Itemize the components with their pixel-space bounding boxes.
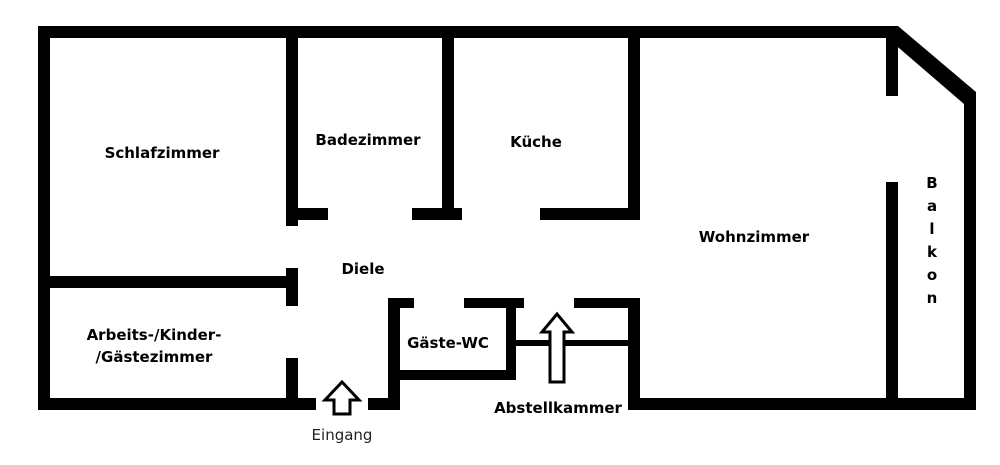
room-label-kueche: Küche — [510, 133, 562, 151]
wall-abstell-right — [628, 298, 640, 410]
wall-between-schlaf-arbeit — [38, 276, 298, 288]
room-label-arbeitszimmer-line1: Arbeits-/Kinder- — [87, 326, 222, 344]
entrance-label: Eingang — [312, 426, 373, 444]
balcony-letter: B — [926, 174, 937, 192]
wall-abstell-top — [574, 298, 640, 308]
wall-kueche-bottom — [540, 208, 640, 220]
outer-wall-bottom-right — [628, 398, 976, 410]
room-label-schlafzimmer: Schlafzimmer — [105, 144, 220, 162]
balcony-wall-lower — [886, 182, 898, 398]
room-label-arbeitszimmer-line2: /Gästezimmer — [96, 348, 213, 366]
room-label-wohnzimmer: Wohnzimmer — [699, 228, 810, 246]
room-label-badezimmer: Badezimmer — [315, 131, 421, 149]
wall-wc-left — [388, 298, 400, 410]
outer-wall-left — [38, 26, 50, 410]
wall-bad-kueche — [442, 26, 454, 220]
wall-badezimmer-bottom-left — [286, 208, 328, 220]
room-label-abstellkammer: Abstellkammer — [494, 399, 622, 417]
wall-wc-top — [464, 298, 524, 308]
outer-wall-top — [38, 26, 898, 38]
wall-wc-bottom — [388, 370, 516, 380]
balcony-letter: l — [929, 220, 934, 238]
abstell-door-arrow — [538, 311, 576, 384]
wall-arbeitszimmer-right-stub — [286, 268, 298, 306]
balcony-wall-upper — [886, 26, 898, 96]
balcony-letter: a — [927, 197, 937, 215]
room-label-diele: Diele — [341, 260, 384, 278]
wall-wc-right — [506, 298, 516, 378]
wall-schlafzimmer-right-upper — [286, 26, 298, 226]
wall-arbeitszimmer-right-lower — [286, 358, 298, 410]
balcony-letter: k — [927, 243, 938, 261]
balcony-diagonal-wall — [892, 26, 976, 104]
room-label-gaeste-wc: Gäste-WC — [407, 334, 489, 352]
outer-wall-bottom-left — [38, 398, 316, 410]
balcony-letter: o — [927, 266, 937, 284]
balcony-letter: n — [927, 289, 938, 307]
outer-wall-right — [964, 92, 976, 410]
wall-abstell-middle — [516, 340, 628, 346]
entrance-arrow — [321, 379, 363, 416]
wall-badezimmer-bottom-right — [412, 208, 462, 220]
wall-wc-top-left-stub — [388, 298, 414, 308]
wall-kueche-right — [628, 26, 640, 220]
